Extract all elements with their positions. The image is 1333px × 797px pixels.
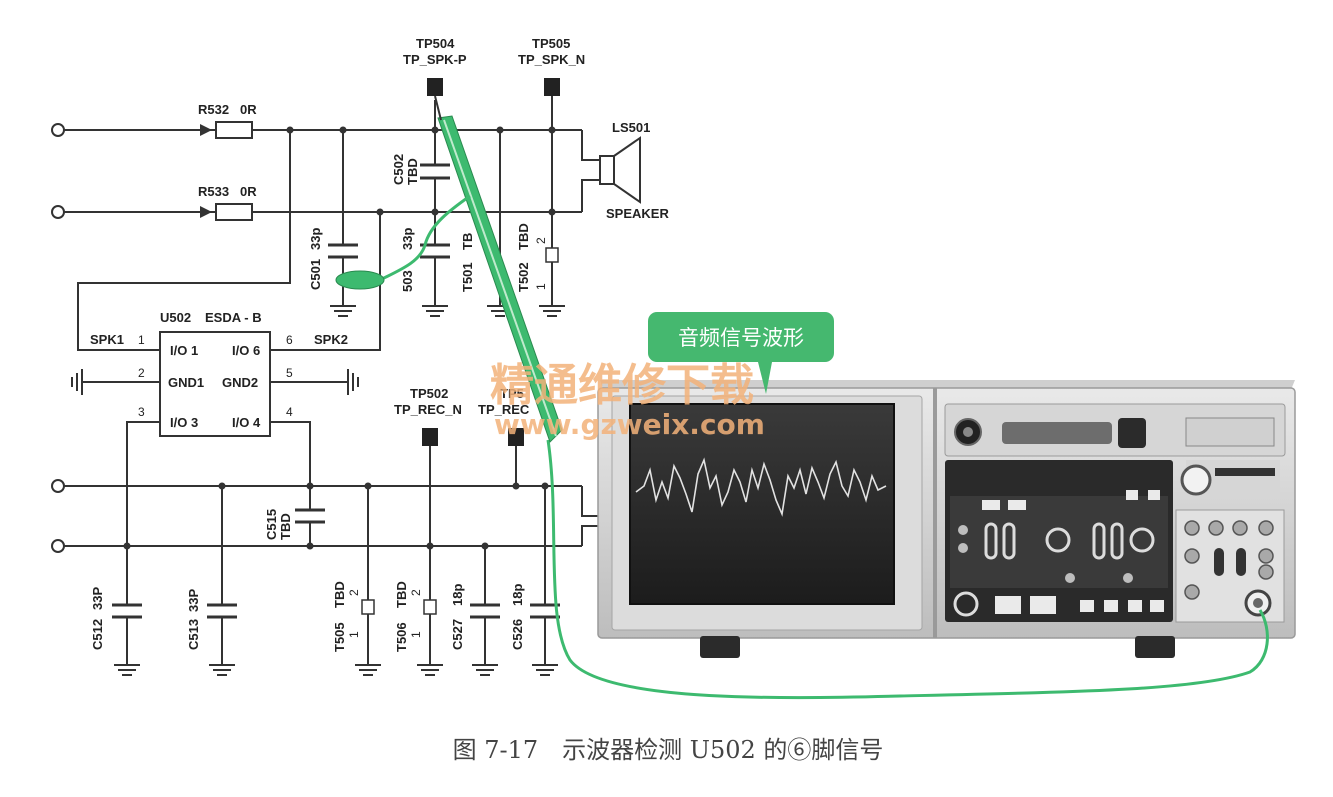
ic-pin2-num: 2 [138, 366, 145, 380]
ic-pin1-name: I/O 1 [170, 343, 198, 358]
c501-ref: C501 [308, 259, 323, 290]
t502-value: TBD [516, 223, 531, 250]
tp5-net: TP_REC [478, 402, 530, 417]
ic-pin2-name: GND1 [168, 375, 204, 390]
c526-value: 18p [510, 584, 525, 606]
tp5-id: TP5 [500, 386, 524, 401]
ic-pin3-num: 3 [138, 405, 145, 419]
tvs-symbols [361, 247, 559, 615]
test-point-tp502: TP502 TP_REC_N [394, 386, 462, 446]
watermark-line2: www.gzweix.com [494, 408, 765, 441]
c502-value: TBD [405, 158, 420, 185]
tvs-labels: T501 TB T502 TBD 2 1 T505 TBD 2 1 T506 T… [332, 223, 548, 652]
c503-value: 33p [400, 228, 415, 250]
ic-u502: U502 ESDA - B I/O 1 GND1 I/O 3 I/O 6 GND… [90, 310, 348, 437]
t502-ref: T502 [516, 262, 531, 292]
ic-pin3-name: I/O 3 [170, 415, 198, 430]
c501-value: 33p [308, 228, 323, 250]
t505-pin2: 2 [347, 589, 361, 596]
t505-pin1: 1 [347, 631, 361, 638]
capacitor-labels: C502 TBD C501 33p 503 33p C515 TBD C512 … [90, 154, 525, 650]
ic-pin4-name: I/O 4 [232, 415, 261, 430]
net-spk2: SPK2 [314, 332, 348, 347]
t506-pin1: 1 [409, 631, 423, 638]
junction-dots [123, 126, 556, 550]
t502-pin1: 1 [534, 283, 548, 290]
tp505-net: TP_SPK_N [518, 52, 585, 67]
t506-pin2: 2 [409, 589, 423, 596]
c515-value: TBD [278, 513, 293, 540]
watermark-line1: 精通维修下载 [490, 360, 754, 411]
test-point-tp505: TP505 TP_SPK_N [518, 36, 585, 96]
t505-value: TBD [332, 581, 347, 608]
scope-screen [629, 403, 895, 605]
tp502-net: TP_REC_N [394, 402, 462, 417]
input-terminals [51, 123, 65, 553]
t506-ref: T506 [394, 622, 409, 652]
c527-value: 18p [450, 584, 465, 606]
c512-value: 33P [90, 587, 105, 610]
speaker-ls501: LS501 SPEAKER [599, 120, 669, 221]
t501-value: TB [460, 233, 475, 250]
circuit-wires [64, 96, 600, 655]
c502-ref: C502 [391, 154, 406, 185]
resistor-r532: R532 0R [198, 102, 257, 139]
figure-caption: 图 7-17 示波器检测 U502 的⑥脚信号 [453, 736, 884, 764]
ic-pin4-num: 4 [286, 405, 293, 419]
resistor-r533: R533 0R [198, 184, 257, 221]
c527-ref: C527 [450, 619, 465, 650]
c513-value: 33P [186, 589, 201, 612]
oscilloscope [597, 380, 1296, 658]
ic-part: ESDA - B [205, 310, 262, 325]
ic-pin6-name: I/O 6 [232, 343, 260, 358]
c513-ref: C513 [186, 619, 201, 650]
t506-value: TBD [394, 581, 409, 608]
oscilloscope-probe [335, 95, 1269, 700]
c515-ref: C515 [264, 509, 279, 540]
t502-pin2: 2 [534, 237, 548, 244]
tp504-id: TP504 [416, 36, 455, 51]
watermark: 精通维修下载 www.gzweix.com [490, 360, 765, 441]
speaker-ref: LS501 [612, 120, 650, 135]
waveform-trace [635, 457, 887, 517]
test-point-tp5: TP5 TP_REC [478, 386, 530, 446]
ic-ref: U502 [160, 310, 191, 325]
net-spk1: SPK1 [90, 332, 124, 347]
capacitor-plates [112, 163, 560, 619]
ic-pin1-num: 1 [138, 333, 145, 347]
waveform-callout: 音频信号波形 [648, 312, 834, 394]
c503-ref: 503 [400, 270, 415, 292]
ic-pin6-num: 6 [286, 333, 293, 347]
c526-ref: C526 [510, 619, 525, 650]
callout-text: 音频信号波形 [678, 326, 804, 350]
t505-ref: T505 [332, 622, 347, 652]
r532-label: R532 [198, 102, 229, 117]
c512-ref: C512 [90, 619, 105, 650]
t501-ref: T501 [460, 262, 475, 292]
ic-pin5-name: GND2 [222, 375, 258, 390]
speaker-name: SPEAKER [606, 206, 669, 221]
tp505-id: TP505 [532, 36, 570, 51]
tp504-net: TP_SPK-P [403, 52, 467, 67]
r532-value: 0R [240, 102, 257, 117]
r533-label: R533 [198, 184, 229, 199]
ic-pin5-num: 5 [286, 366, 293, 380]
r533-value: 0R [240, 184, 257, 199]
test-point-tp504: TP504 TP_SPK-P [403, 36, 467, 96]
tp502-id: TP502 [410, 386, 448, 401]
